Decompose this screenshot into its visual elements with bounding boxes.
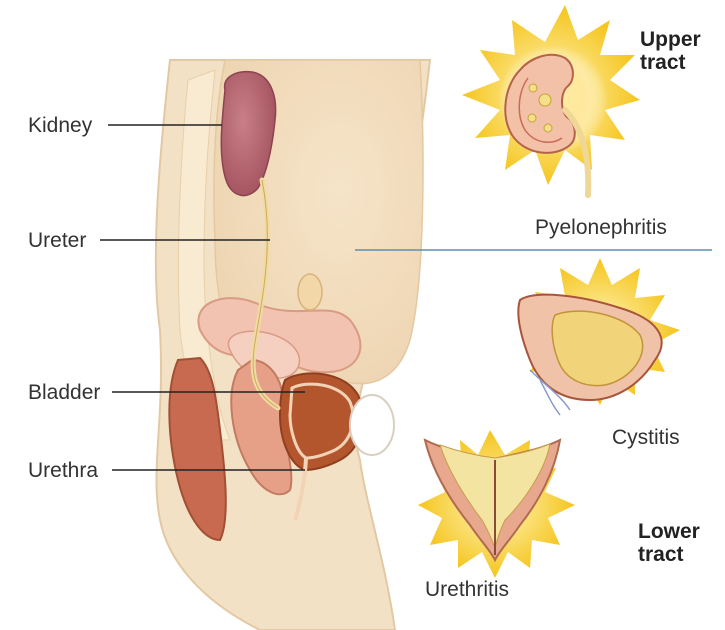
ureter-label: Ureter (28, 229, 86, 252)
urethritis-inset (418, 430, 575, 578)
bladder-label: Bladder (28, 381, 100, 404)
cystitis-inset (518, 258, 680, 415)
upper-tract-heading: Upper tract (640, 28, 701, 74)
cystitis-label: Cystitis (612, 426, 680, 449)
pubic-bone (350, 395, 394, 455)
urethritis-label: Urethritis (425, 578, 509, 601)
kidney-label: Kidney (28, 114, 93, 137)
torso-cross-section (156, 60, 430, 630)
ovary (298, 274, 322, 310)
pyelonephritis-label: Pyelonephritis (535, 216, 667, 239)
pyelonephritis-inset (462, 5, 640, 195)
lower-tract-heading: Lower tract (638, 520, 700, 566)
urethra-label: Urethra (28, 459, 98, 482)
